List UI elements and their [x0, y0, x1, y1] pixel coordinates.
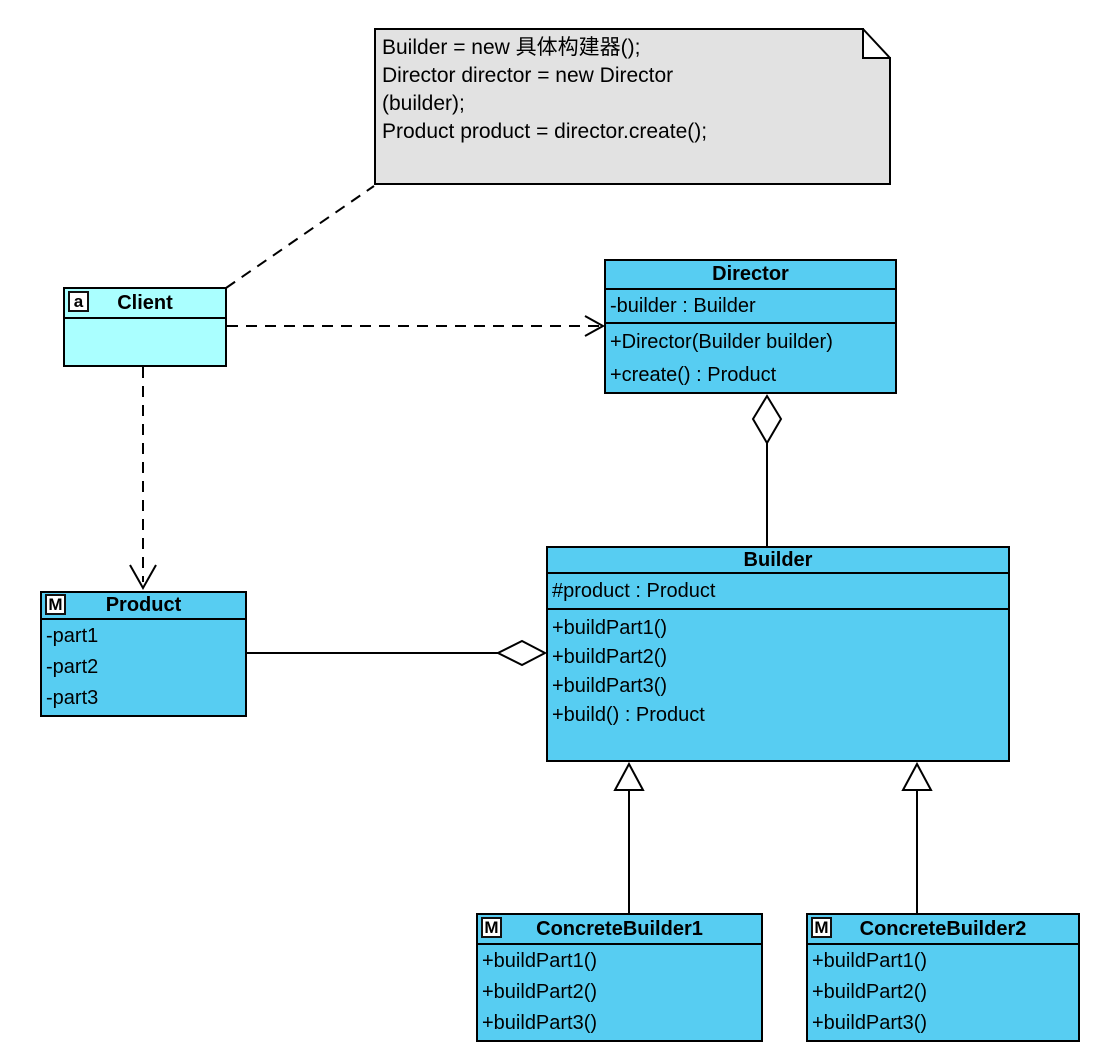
method: +buildPart3(): [482, 1012, 598, 1034]
class-name: Builder: [743, 549, 813, 571]
class-client[interactable]: a Client: [63, 287, 227, 367]
attributes-compartment: [65, 317, 225, 363]
hollow-diamond-icon: [751, 394, 783, 445]
class-product[interactable]: M Product -part1 -part2 -part3: [40, 591, 247, 717]
attribute: -part3: [46, 687, 99, 709]
open-arrowhead-icon: [584, 315, 606, 337]
method: +create() : Product: [610, 364, 777, 386]
methods-compartment: +buildPart1() +buildPart2() +buildPart3(…: [808, 943, 1078, 1040]
dependency-client-director[interactable]: [227, 315, 606, 337]
note-fold-icon: [862, 28, 891, 59]
method: +buildPart2(): [482, 981, 598, 1003]
method: +Director(Builder builder): [610, 331, 833, 353]
attribute: -part2: [46, 656, 99, 678]
class-name: Client: [117, 292, 173, 314]
method: +build() : Product: [552, 704, 705, 726]
note-line: Director director = new Director: [382, 64, 674, 87]
attribute: #product : Product: [552, 580, 716, 602]
note-line: Product product = director.create();: [382, 120, 708, 143]
class-title: M ConcreteBuilder1: [478, 915, 761, 943]
dependency-client-product[interactable]: [129, 367, 157, 591]
attribute: -part1: [46, 625, 99, 647]
aggregation-director-builder[interactable]: [751, 394, 783, 546]
class-builder[interactable]: Builder #product : Product +buildPart1()…: [546, 546, 1010, 762]
class-title: M Product: [42, 593, 245, 618]
hollow-diamond-icon: [495, 639, 548, 667]
note-anchor-client[interactable]: [225, 185, 375, 289]
note-line: (builder);: [382, 92, 465, 115]
model-badge-icon: M: [481, 917, 502, 938]
method: +buildPart3(): [812, 1012, 928, 1034]
generalization-concretebuilder2-builder[interactable]: [901, 761, 933, 913]
open-arrowhead-icon: [129, 564, 157, 591]
attributes-compartment: #product : Product: [548, 572, 1008, 608]
class-name: Director: [712, 263, 789, 285]
note-text: Builder = new 具体构建器(); Director director…: [374, 28, 891, 185]
method: +buildPart1(): [552, 617, 668, 639]
methods-compartment: +Director(Builder builder) +create() : P…: [606, 322, 895, 392]
note-line: Builder = new 具体构建器();: [382, 36, 641, 59]
class-name: Product: [105, 594, 182, 616]
active-object-badge-icon: a: [68, 291, 89, 312]
model-badge-icon: M: [45, 594, 66, 615]
method: +buildPart3(): [552, 675, 668, 697]
hollow-triangle-icon: [901, 761, 933, 791]
class-title: M ConcreteBuilder2: [808, 915, 1078, 943]
attributes-compartment: -part1 -part2 -part3: [42, 618, 245, 715]
generalization-concretebuilder1-builder[interactable]: [613, 761, 645, 913]
method: +buildPart2(): [812, 981, 928, 1003]
class-title: Builder: [548, 548, 1008, 572]
aggregation-builder-product[interactable]: [246, 639, 548, 667]
method: +buildPart1(): [812, 950, 928, 972]
hollow-triangle-icon: [613, 761, 645, 791]
uml-note[interactable]: Builder = new 具体构建器(); Director director…: [374, 28, 891, 185]
class-director[interactable]: Director -builder : Builder +Director(Bu…: [604, 259, 897, 394]
class-concretebuilder2[interactable]: M ConcreteBuilder2 +buildPart1() +buildP…: [806, 913, 1080, 1042]
class-name: ConcreteBuilder1: [536, 918, 703, 940]
method: +buildPart2(): [552, 646, 668, 668]
method: +buildPart1(): [482, 950, 598, 972]
methods-compartment: +buildPart1() +buildPart2() +buildPart3(…: [478, 943, 761, 1040]
class-title: Director: [606, 261, 895, 288]
model-badge-icon: M: [811, 917, 832, 938]
methods-compartment: +buildPart1() +buildPart2() +buildPart3(…: [548, 608, 1008, 760]
class-title: a Client: [65, 289, 225, 317]
note-shape: [374, 28, 891, 185]
class-concretebuilder1[interactable]: M ConcreteBuilder1 +buildPart1() +buildP…: [476, 913, 763, 1042]
class-name: ConcreteBuilder2: [859, 918, 1027, 940]
attributes-compartment: -builder : Builder: [606, 288, 895, 322]
attribute: -builder : Builder: [610, 295, 756, 317]
